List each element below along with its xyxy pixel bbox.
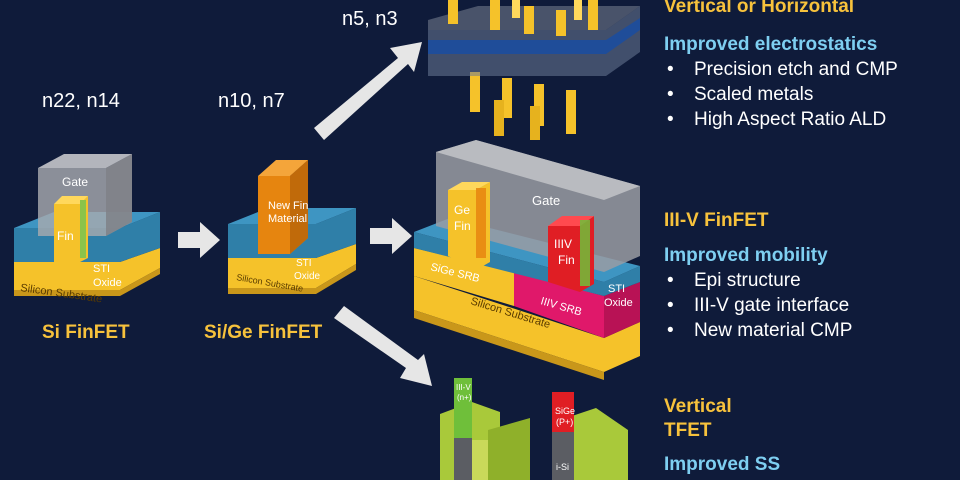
tfet-device: III-V (n+) SiGe (P+) i-Si bbox=[440, 378, 628, 480]
arrow-up-right bbox=[314, 42, 422, 140]
nanowire-subheading: Improved electrostatics bbox=[664, 34, 878, 55]
tfet-iiiv-label-2: (n+) bbox=[457, 393, 472, 402]
nanowire-device bbox=[428, 0, 640, 140]
si-fin-label: Fin bbox=[57, 229, 74, 243]
iiiv-heading: III-V FinFET bbox=[664, 210, 769, 231]
tfet-heading-line-2: TFET bbox=[664, 420, 712, 441]
iiiv-finfet-device: Gate Ge Fin IIIV Fin SiGe SRB IIIV SRB S… bbox=[414, 140, 640, 380]
iiiv-fin-label-2: Fin bbox=[558, 253, 575, 267]
nanowire-heading: Vertical or Horizontal bbox=[664, 0, 855, 17]
si-finfet-title: Si FinFET bbox=[42, 322, 130, 343]
ge-fin-label-2: Fin bbox=[454, 219, 471, 233]
si-sti-label-1: STI bbox=[93, 263, 110, 275]
sige-sti-label-2: Oxide bbox=[294, 271, 321, 282]
nanowire-bullet: High Aspect Ratio ALD bbox=[664, 107, 898, 132]
ge-fin-label-1: Ge bbox=[454, 203, 470, 217]
sige-newfin-label-2: Material bbox=[268, 213, 307, 225]
iiiv-bullet: Epi structure bbox=[664, 268, 852, 293]
sige-finfet-device: New Fin Material STI Oxide Silicon Subst… bbox=[228, 160, 356, 294]
arrow-right-2 bbox=[370, 218, 412, 254]
tfet-subheading: Improved SS bbox=[664, 454, 781, 475]
iiiv-bullet: New material CMP bbox=[664, 318, 852, 343]
tfet-heading-line-1: Vertical bbox=[664, 396, 732, 417]
sige-finfet-title: Si/Ge FinFET bbox=[204, 322, 323, 343]
iiiv-bullet-list: Epi structure III-V gate interface New m… bbox=[664, 268, 852, 343]
nanowire-bullet: Scaled metals bbox=[664, 82, 898, 107]
tfet-isi-label: i-Si bbox=[556, 462, 569, 472]
sige-sti-label-1: STI bbox=[296, 258, 312, 269]
si-gate-label: Gate bbox=[62, 175, 88, 189]
nanowire-bullet-list: Precision etch and CMP Scaled metals Hig… bbox=[664, 57, 898, 132]
iiiv-fin-label-1: IIIV bbox=[554, 237, 572, 251]
iiiv-gate-label: Gate bbox=[532, 193, 560, 208]
arrow-right-1 bbox=[178, 222, 220, 258]
tfet-sige-label-1: SiGe bbox=[555, 406, 575, 416]
tfet-iiiv-label-1: III-V bbox=[456, 383, 471, 392]
si-sti-label-2: Oxide bbox=[93, 277, 122, 289]
node-label-n5-n3: n5, n3 bbox=[342, 8, 398, 30]
nanowire-bullet: Precision etch and CMP bbox=[664, 57, 898, 82]
sige-newfin-label-1: New Fin bbox=[268, 200, 308, 212]
iiiv-sti-label-2: Oxide bbox=[604, 297, 633, 309]
iiiv-bullet: III-V gate interface bbox=[664, 293, 852, 318]
si-finfet-device: Fin Gate STI Oxide Silicon Substrate bbox=[14, 154, 160, 305]
node-label-n22-n14: n22, n14 bbox=[42, 90, 120, 112]
iiiv-sti-label-1: STI bbox=[608, 283, 625, 295]
node-label-n10-n7: n10, n7 bbox=[218, 90, 285, 112]
arrow-down-right bbox=[334, 306, 432, 386]
tfet-sige-label-2: (P+) bbox=[556, 417, 573, 427]
iiiv-subheading: Improved mobility bbox=[664, 245, 828, 266]
